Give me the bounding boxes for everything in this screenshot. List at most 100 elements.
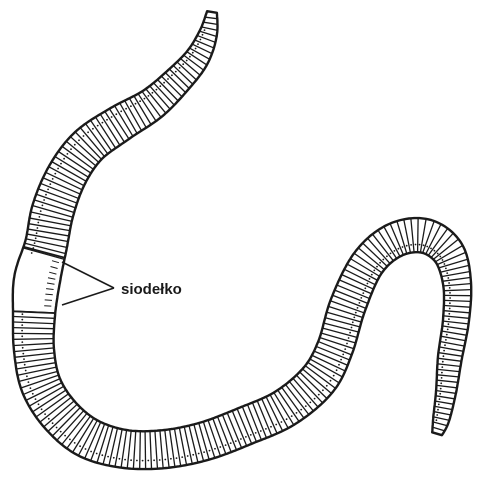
seta-dot <box>119 458 121 460</box>
seta-dot <box>42 205 44 207</box>
seta-dot <box>441 372 443 374</box>
seta-dot <box>436 419 438 421</box>
seta-dot <box>439 398 441 400</box>
seta-dot <box>43 199 45 201</box>
seta-dot <box>21 330 23 332</box>
seta-dot <box>369 278 371 280</box>
seta-dot <box>187 455 189 457</box>
seta-dot <box>52 178 54 180</box>
seta-dot <box>130 459 132 461</box>
seta-dot <box>448 313 450 315</box>
seta-dot <box>443 350 445 352</box>
seta-dot <box>235 440 237 442</box>
clitellum-label: siodełko <box>121 281 182 298</box>
seta-dot <box>156 89 158 91</box>
seta-dot <box>34 242 36 244</box>
seta-dot <box>136 460 138 462</box>
seta-dot <box>410 244 412 246</box>
seta-dot <box>442 259 444 261</box>
seta-dot <box>175 71 177 73</box>
seta-dot <box>439 256 441 258</box>
seta-dot <box>106 119 108 121</box>
seta-dot <box>367 283 369 285</box>
seta-dot <box>202 34 204 36</box>
seta-dot <box>305 405 307 407</box>
seta-dot <box>87 131 89 133</box>
seta-dot <box>125 108 127 110</box>
seta-dot <box>97 125 99 127</box>
seta-dot <box>330 380 332 382</box>
seta-dot <box>445 339 447 341</box>
seta-dot <box>265 428 267 430</box>
seta-dot <box>326 385 328 387</box>
seta-dot <box>362 292 364 294</box>
seta-dot <box>444 344 446 346</box>
seta-dot <box>41 408 43 410</box>
seta-dot <box>142 460 144 462</box>
seta-dot <box>192 454 194 456</box>
seta-dot <box>437 253 439 255</box>
body-segments <box>13 11 471 469</box>
seta-dot <box>38 403 40 405</box>
seta-dot <box>64 435 66 437</box>
seta-dot <box>107 456 109 458</box>
seta-dot <box>352 321 354 323</box>
seta-dot <box>153 459 155 461</box>
seta-dot <box>437 409 439 411</box>
seta-dot <box>426 246 428 248</box>
seta-dot <box>386 255 388 257</box>
seta-dot <box>441 377 443 379</box>
seta-dot <box>152 92 154 94</box>
clitellum-tick <box>45 300 52 301</box>
seta-dot <box>78 139 80 141</box>
seta-dot <box>402 246 404 248</box>
seta-dot <box>130 105 132 107</box>
seta-dot <box>336 369 338 371</box>
seta-dot <box>21 335 23 337</box>
seta-dot <box>52 422 54 424</box>
seta-dot <box>373 270 375 272</box>
seta-dot <box>240 438 242 440</box>
seta-dot <box>225 444 227 446</box>
seta-dot <box>250 434 252 436</box>
seta-dot <box>83 135 85 137</box>
seta-dot <box>159 459 161 461</box>
seta-dot <box>449 287 451 289</box>
seta-dot <box>179 67 181 69</box>
seta-dot <box>40 210 42 212</box>
seta-dot <box>39 216 41 218</box>
seta-dot <box>28 381 30 383</box>
seta-dot <box>344 348 346 350</box>
seta-dot <box>447 277 449 279</box>
seta-dot <box>349 332 351 334</box>
seta-dot <box>357 307 359 309</box>
seta-dot <box>170 458 172 460</box>
clitellum-tick <box>45 294 52 295</box>
seta-dot <box>22 347 24 349</box>
seta-dot <box>120 110 122 112</box>
seta-dot <box>291 415 293 417</box>
seta-dot <box>214 448 216 450</box>
seta-dot <box>147 460 149 462</box>
label-pointer-lines <box>62 262 114 305</box>
seta-dot <box>219 446 221 448</box>
seta-dot <box>63 158 65 160</box>
seta-dot <box>355 312 357 314</box>
seta-dot <box>159 85 161 87</box>
seta-dot <box>35 237 37 239</box>
segment-ring <box>418 219 419 252</box>
seta-dot <box>31 252 33 254</box>
seta-dot <box>230 442 232 444</box>
seta-dot <box>36 232 38 234</box>
seta-dot <box>102 122 104 124</box>
seta-dot <box>22 313 24 315</box>
seta-dot <box>198 453 200 455</box>
seta-dot <box>448 323 450 325</box>
seta-dot <box>359 302 361 304</box>
seta-dot <box>296 412 298 414</box>
seta-dot <box>270 426 272 428</box>
seta-dot <box>57 168 59 170</box>
seta-dot <box>309 402 311 404</box>
seta-dot <box>176 457 178 459</box>
